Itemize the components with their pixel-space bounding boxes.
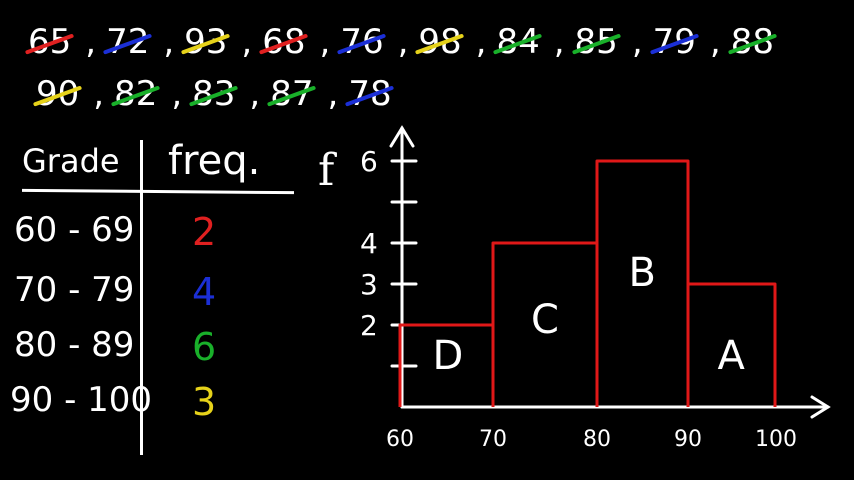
x-tick-label: 70 <box>479 427 507 452</box>
raw-score: 65 <box>24 22 75 62</box>
raw-scores-row-1: 65,72,93,68,76,98,84,85,79,88 <box>24 22 788 62</box>
comma: , <box>85 22 97 62</box>
comma: , <box>319 22 331 62</box>
raw-score: 98 <box>415 22 465 62</box>
raw-score: 88 <box>727 22 778 62</box>
grade-cell: 70 - 79 <box>14 270 135 310</box>
x-tick-label: 60 <box>386 427 414 452</box>
y-tick-label: 3 <box>360 268 378 301</box>
comma: , <box>397 22 409 62</box>
freq-cell: 2 <box>192 210 217 254</box>
x-tick-label: 90 <box>674 427 702 452</box>
comma: , <box>709 22 721 62</box>
comma: , <box>475 22 487 62</box>
header-freq: freq. <box>168 138 261 184</box>
raw-score: 79 <box>649 22 700 62</box>
freq-cell: 4 <box>192 270 217 314</box>
comma: , <box>553 22 565 62</box>
comma: , <box>241 22 253 62</box>
x-tick-label: 100 <box>755 427 797 452</box>
frequency-table: Grade freq. 60 - 69 2 70 - 79 4 80 - 89 6 90 -… <box>0 130 300 460</box>
raw-score: 76 <box>337 22 387 62</box>
raw-scores-row-2: 90,82,83,87,78 <box>32 74 406 114</box>
comma: , <box>631 22 643 62</box>
y-tick-label: 4 <box>360 227 378 260</box>
x-tick-label: 80 <box>583 427 611 452</box>
grade-cell: 90 - 100 <box>10 380 153 420</box>
bar-letter: D <box>433 333 464 379</box>
comma: , <box>249 74 261 114</box>
comma: , <box>171 74 183 114</box>
raw-score: 93 <box>181 22 231 62</box>
y-axis-arrow <box>389 125 415 148</box>
raw-score: 90 <box>32 74 83 114</box>
bar-letter: A <box>718 333 746 379</box>
table-column-divider <box>140 140 143 455</box>
raw-score: 83 <box>189 74 239 114</box>
raw-score: 72 <box>102 22 153 62</box>
freq-cell: 3 <box>192 380 217 424</box>
y-axis-label: f <box>318 145 337 196</box>
grade-cell: 80 - 89 <box>14 325 135 365</box>
comma: , <box>327 74 339 114</box>
raw-score: 84 <box>493 22 543 62</box>
raw-score: 85 <box>571 22 621 62</box>
header-grade: Grade <box>22 142 120 180</box>
raw-score: 78 <box>345 74 395 114</box>
y-tick-label: 6 <box>360 145 378 178</box>
histogram-bar <box>686 282 777 407</box>
freq-cell: 6 <box>192 325 217 369</box>
x-axis-arrow <box>810 395 831 419</box>
y-tick-label: 2 <box>360 309 378 342</box>
grade-cell: 60 - 69 <box>14 210 135 250</box>
comma: , <box>93 74 105 114</box>
raw-score: 68 <box>259 22 309 62</box>
raw-score: 87 <box>267 74 317 114</box>
comma: , <box>163 22 175 62</box>
raw-score: 82 <box>110 74 161 114</box>
bar-letter: C <box>531 297 559 343</box>
bar-letter: B <box>629 250 656 296</box>
